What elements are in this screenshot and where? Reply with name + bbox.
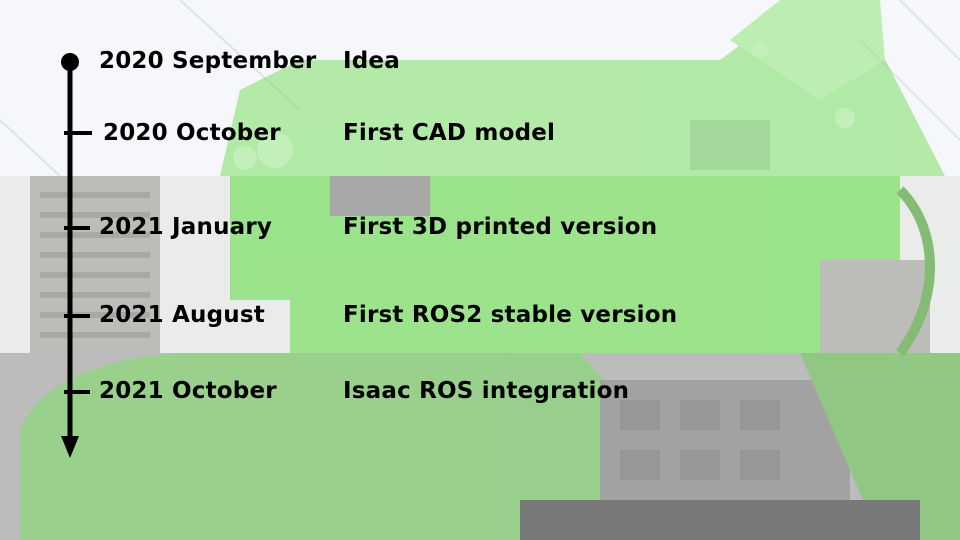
event-date: 2021 January [99, 214, 273, 240]
timeline-arrow-head [61, 436, 79, 458]
event-date: 2021 October [99, 378, 277, 404]
robot-middle-body [30, 176, 935, 357]
robot-top-shell [220, 0, 945, 176]
event-date: 2020 October [103, 120, 281, 146]
event-date: 2020 September [99, 48, 317, 74]
event-label: First ROS2 stable version [343, 302, 678, 328]
event-label: First CAD model [343, 120, 556, 146]
event-label: Idea [343, 48, 400, 74]
event-label: First 3D printed version [343, 214, 658, 240]
event-date: 2021 August [99, 302, 265, 328]
event-label: Isaac ROS integration [343, 378, 630, 404]
timeline-start-dot [61, 53, 79, 71]
robot-bottom-body [20, 353, 960, 540]
